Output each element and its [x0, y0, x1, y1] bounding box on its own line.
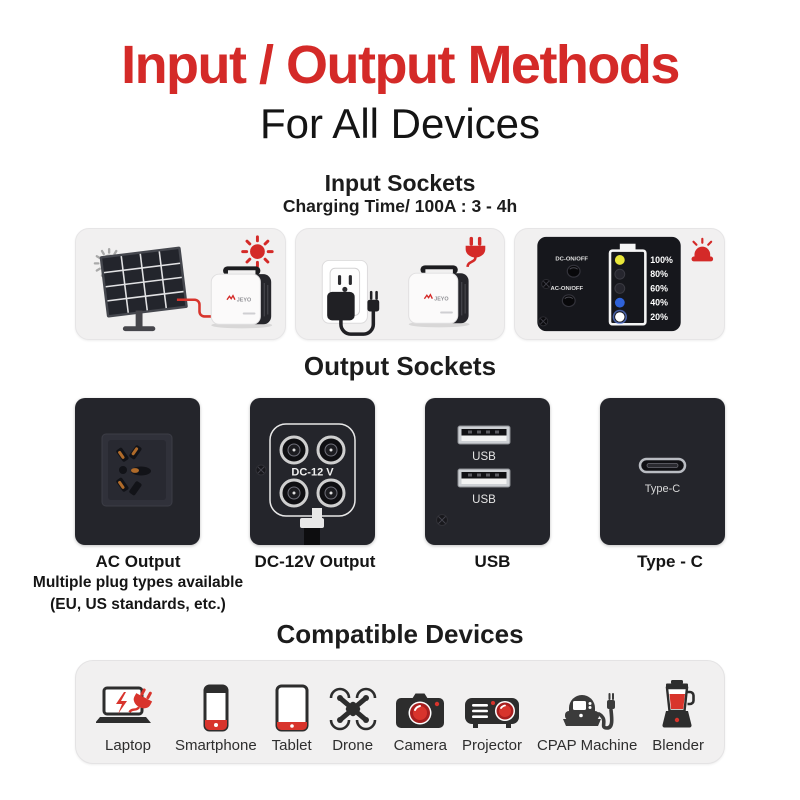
device-item-blender: Blender — [652, 670, 704, 754]
device-label: Drone — [332, 737, 374, 754]
usb-port-label: USB — [472, 494, 496, 506]
plug-icon — [465, 236, 485, 268]
power-station-illustration — [407, 264, 470, 329]
screw-icon — [538, 316, 549, 327]
smartphone-icon — [203, 684, 229, 732]
dc-port — [316, 435, 346, 465]
blender-icon — [662, 680, 695, 728]
device-label: Camera — [393, 737, 447, 754]
compatible-devices-heading: Compatible Devices — [276, 619, 524, 649]
ac-switch-label: AC-ON/OFF — [551, 286, 584, 292]
input-cards-row: 100% 80% 60% 40% 20% DC-ON/OFF AC-ON/OFF — [75, 228, 726, 340]
ac-adapter-illustration — [326, 290, 379, 336]
device-label: Blender — [652, 737, 704, 754]
battery-led-60 — [614, 283, 626, 294]
battery-led-40 — [615, 297, 626, 308]
laptop-icon — [96, 686, 153, 723]
device-item-smartphone: Smartphone — [175, 670, 257, 754]
page-subtitle: For All Devices — [259, 100, 541, 147]
ac-output-note-1: Multiple plug types available — [32, 574, 244, 591]
device-item-projector: Projector — [462, 670, 522, 754]
drone-icon — [329, 687, 376, 731]
input-card-ac-charging — [294, 228, 506, 340]
battery-gauge — [609, 243, 647, 326]
ac-output-caption-block: AC Output Multiple plug types available … — [18, 552, 258, 615]
usb-port-label: USB — [472, 451, 496, 463]
device-item-cpap: CPAP Machine — [537, 670, 637, 754]
output-sockets-heading: Output Sockets — [303, 351, 497, 381]
output-panel-ac — [75, 398, 200, 545]
input-sockets-heading: Input Sockets — [324, 170, 476, 196]
dc-port — [279, 435, 309, 465]
battery-level-label: 40% — [651, 298, 669, 308]
battery-level-label: 20% — [651, 312, 669, 322]
ac-switch-knob — [562, 294, 577, 308]
device-label: Projector — [461, 737, 522, 754]
device-label: Laptop — [105, 737, 151, 754]
page-title: Input / Output Methods — [121, 35, 680, 95]
battery-led-80 — [614, 268, 626, 280]
device-label: Tablet — [271, 737, 312, 754]
output-panels-row: DC-12 V — [75, 398, 725, 545]
device-item-tablet: Tablet — [272, 670, 312, 754]
ac-output-caption: AC Output — [95, 552, 181, 571]
siren-icon — [691, 237, 714, 262]
device-item-drone: Drone — [327, 670, 379, 754]
typec-port — [638, 457, 687, 474]
cpap-machine-icon — [563, 693, 616, 730]
dc-port — [279, 478, 309, 508]
dc-port — [316, 478, 346, 508]
dc-port-label: DC-12 V — [291, 467, 334, 479]
device-label: CPAP Machine — [536, 737, 638, 754]
battery-level-label: 100% — [651, 255, 674, 265]
ac-socket-illustration — [101, 433, 173, 507]
projector-icon — [464, 698, 519, 728]
output-panel-dc: DC-12 V — [250, 398, 375, 545]
output-panel-typec: Type-C — [600, 398, 725, 545]
dc-cable-illustration — [300, 508, 324, 545]
device-label: Smartphone — [174, 737, 257, 754]
input-card-solar-charging — [75, 228, 286, 340]
camera-icon — [396, 693, 445, 728]
screw-icon — [255, 464, 267, 476]
output-panel-usb: USB USB — [425, 398, 550, 545]
compatible-devices-box: Laptop Smartphone Tablet — [75, 660, 725, 764]
solar-panel-illustration — [99, 246, 188, 332]
battery-led-100 — [615, 255, 626, 265]
battery-level-label: 80% — [651, 269, 669, 279]
tablet-icon — [275, 684, 309, 732]
dc-switch-knob — [567, 264, 581, 278]
ac-output-note-2: (EU, US standards, etc.) — [50, 595, 226, 613]
device-item-camera: Camera — [394, 670, 447, 754]
dc-switch-label: DC-ON/OFF — [556, 256, 589, 262]
charging-time-text: Charging Time/ 100A : 3 - 4h — [282, 196, 518, 216]
usb-port — [457, 468, 511, 488]
sun-icon — [241, 235, 274, 268]
power-station-illustration — [210, 265, 273, 330]
usb-port — [457, 425, 511, 445]
usb-caption: USB — [474, 552, 511, 571]
input-card-control-panel: 100% 80% 60% 40% 20% DC-ON/OFF AC-ON/OFF — [514, 228, 726, 340]
screw-icon — [436, 514, 448, 526]
solar-cable — [176, 298, 214, 318]
dc-output-caption: DC-12V Output — [254, 552, 376, 571]
typec-caption: Type - C — [637, 552, 703, 571]
screw-icon — [541, 278, 552, 290]
typec-port-label: Type-C — [645, 483, 681, 495]
device-item-laptop: Laptop — [96, 670, 160, 754]
battery-level-label: 60% — [651, 283, 669, 293]
battery-led-20 — [613, 309, 628, 325]
